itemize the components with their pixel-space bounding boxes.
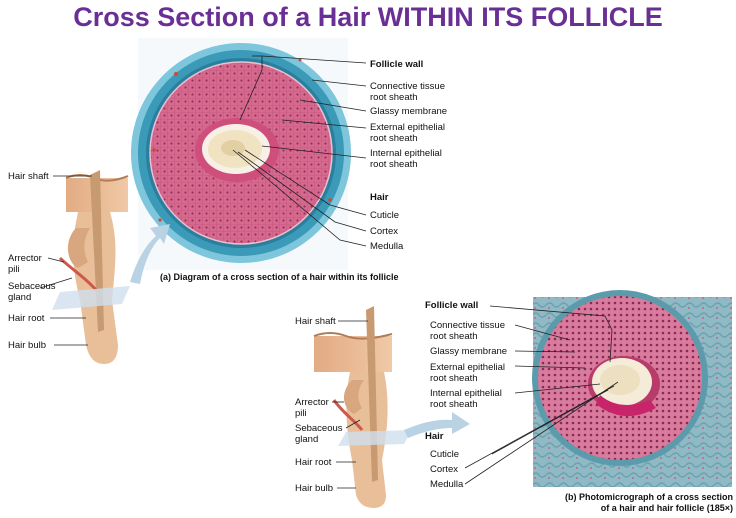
label-a-internal-root-sheath: root sheath: [370, 159, 418, 170]
label-b-internal-epithelial: Internal epithelial: [430, 388, 502, 399]
label-b-hair: Hair: [425, 431, 444, 442]
label-side-b-hair-shaft: Hair shaft: [295, 316, 336, 327]
label-b-follicle-wall: Follicle wall: [425, 300, 479, 311]
label-b-glassy-membrane: Glassy membrane: [430, 346, 508, 357]
hair-follicle-illustration-a: [52, 170, 130, 364]
follicle-cross-section-a: [131, 38, 351, 270]
hair-follicle-illustration-b: [313, 306, 412, 508]
caption-b-line1: (b) Photomicrograph of a cross section: [564, 492, 733, 502]
label-a-follicle-wall: Follicle wall: [370, 59, 424, 70]
page-title: Cross Section of a Hair WITHIN ITS FOLLI…: [73, 2, 663, 32]
label-side-a-gland: gland: [8, 292, 32, 303]
label-a-external-root-sheath: root sheath: [370, 133, 418, 144]
caption-a: (a) Diagram of a cross section of a hair…: [160, 272, 399, 282]
label-a-internal-epithelial: Internal epithelial: [370, 148, 442, 159]
label-a-connective-tissue: Connective tissue: [370, 81, 445, 92]
label-b-connective-root-sheath: root sheath: [430, 331, 478, 342]
label-side-a-hair-root: Hair root: [8, 313, 45, 324]
leaders-b: [464, 305, 619, 485]
leaders-side-b: [332, 320, 368, 489]
label-a-connective-root-sheath: root sheath: [370, 92, 418, 103]
label-a-glassy-membrane: Glassy membrane: [370, 106, 448, 117]
label-side-b-hair-bulb: Hair bulb: [295, 483, 334, 494]
leaders-a: [232, 55, 367, 247]
label-b-external-root-sheath: root sheath: [430, 373, 478, 384]
label-side-b-arrector: Arrector: [295, 397, 329, 408]
label-a-external-epithelial: External epithelial: [370, 122, 445, 133]
label-a-cuticle: Cuticle: [370, 210, 400, 221]
label-side-b-sebaceous: Sebaceous: [295, 423, 343, 434]
caption-b-line2: of a hair and hair follicle (185×): [600, 503, 733, 513]
leaders-side-a: [39, 175, 92, 346]
connector-arrow-a: [130, 224, 170, 284]
label-side-a-sebaceous: Sebaceous: [8, 281, 56, 292]
label-side-a-hair-bulb: Hair bulb: [8, 340, 47, 351]
label-b-internal-root-sheath: root sheath: [430, 399, 478, 410]
label-side-a-hair-shaft: Hair shaft: [8, 171, 49, 182]
label-a-cortex: Cortex: [370, 226, 398, 237]
label-b-medulla: Medulla: [430, 479, 464, 490]
connector-arrow-b: [404, 412, 470, 438]
label-side-a-arrector: Arrector: [8, 253, 42, 264]
label-a-medulla: Medulla: [370, 241, 404, 252]
label-side-b-gland: gland: [295, 434, 319, 445]
follicle-photomicrograph-b: [532, 290, 732, 487]
label-side-a-pili: pili: [8, 264, 20, 275]
label-b-connective-tissue: Connective tissue: [430, 320, 505, 331]
label-side-b-pili: pili: [295, 408, 307, 419]
label-b-cortex: Cortex: [430, 464, 458, 475]
label-side-b-hair-root: Hair root: [295, 457, 332, 468]
label-b-external-epithelial: External epithelial: [430, 362, 505, 373]
label-a-hair: Hair: [370, 192, 389, 203]
label-b-cuticle: Cuticle: [430, 449, 460, 460]
